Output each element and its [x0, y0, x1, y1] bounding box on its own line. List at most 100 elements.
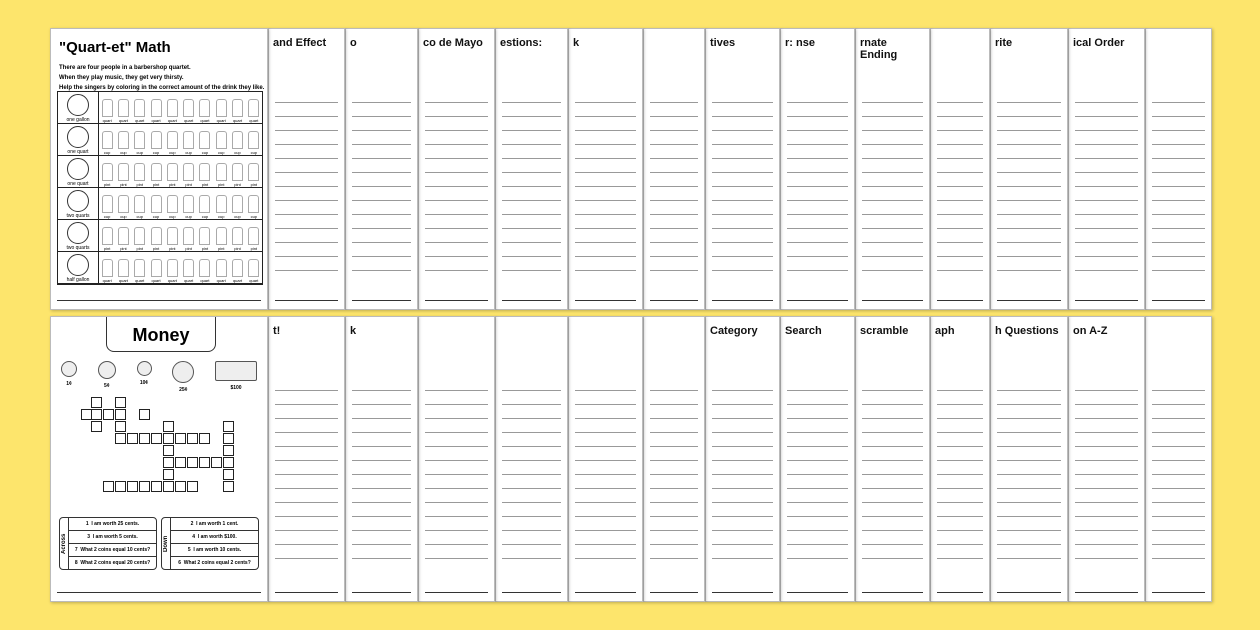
crossword-cell[interactable] [163, 457, 174, 468]
crossword-cell[interactable] [211, 457, 222, 468]
crossword-cell[interactable] [139, 481, 150, 492]
drink-container[interactable]: cup [134, 131, 146, 155]
crossword-cell[interactable] [223, 457, 234, 468]
crossword-cell[interactable] [199, 433, 210, 444]
drink-container[interactable]: pint [232, 163, 244, 187]
drink-container[interactable]: pint [150, 163, 162, 187]
drink-container[interactable]: quart [101, 99, 113, 123]
drink-container[interactable]: pint [199, 163, 211, 187]
crossword-cell[interactable] [187, 457, 198, 468]
drink-container[interactable]: pint [215, 227, 227, 251]
crossword-cell[interactable] [91, 421, 102, 432]
crossword-cell[interactable] [163, 421, 174, 432]
crossword-cell[interactable] [187, 481, 198, 492]
drink-container[interactable]: pint [183, 227, 195, 251]
drink-container[interactable]: quart [117, 99, 129, 123]
drink-container[interactable]: pint [232, 227, 244, 251]
drink-container[interactable]: cup [101, 195, 113, 219]
drink-container[interactable]: quart [232, 259, 244, 283]
drink-container[interactable]: pint [101, 163, 113, 187]
crossword-cell[interactable] [223, 469, 234, 480]
drink-container[interactable]: pint [101, 227, 113, 251]
amount-label: one quart [67, 149, 89, 155]
crossword-cell[interactable] [103, 481, 114, 492]
drink-container[interactable]: cup [166, 195, 178, 219]
drink-container[interactable]: pint [117, 227, 129, 251]
drink-container[interactable]: quart [134, 259, 146, 283]
drink-container[interactable]: cup [215, 131, 227, 155]
crossword-cell[interactable] [115, 397, 126, 408]
crossword-cell[interactable] [127, 433, 138, 444]
drink-container[interactable]: cup [150, 131, 162, 155]
drink-container[interactable]: pint [117, 163, 129, 187]
drink-container[interactable]: pint [150, 227, 162, 251]
drink-container[interactable]: quart [183, 259, 195, 283]
drink-container[interactable]: cup [134, 195, 146, 219]
drink-container[interactable]: cup [232, 195, 244, 219]
drink-container[interactable]: pint [199, 227, 211, 251]
crossword-cell[interactable] [139, 409, 150, 420]
drink-container[interactable]: quart [199, 259, 211, 283]
crossword-cell[interactable] [163, 445, 174, 456]
drink-container[interactable]: pint [248, 227, 260, 251]
drink-container[interactable]: cup [248, 131, 260, 155]
drink-container[interactable]: pint [166, 163, 178, 187]
crossword-cell[interactable] [91, 397, 102, 408]
drink-container[interactable]: cup [166, 131, 178, 155]
drink-container[interactable]: quart [150, 259, 162, 283]
drink-container[interactable]: cup [150, 195, 162, 219]
crossword-cell[interactable] [223, 421, 234, 432]
drink-container[interactable]: quart [183, 99, 195, 123]
drink-container[interactable]: cup [117, 131, 129, 155]
drink-container[interactable]: cup [117, 195, 129, 219]
crossword-cell[interactable] [223, 445, 234, 456]
crossword-cell[interactable] [151, 481, 162, 492]
drink-container[interactable]: cup [101, 131, 113, 155]
drink-container[interactable]: quart [215, 259, 227, 283]
crossword-cell[interactable] [81, 409, 92, 420]
crossword-cell[interactable] [223, 433, 234, 444]
crossword-cell[interactable] [103, 409, 114, 420]
crossword-cell[interactable] [127, 481, 138, 492]
crossword-cell[interactable] [175, 457, 186, 468]
crossword-cell[interactable] [115, 421, 126, 432]
drink-container[interactable]: cup [183, 195, 195, 219]
drink-container[interactable]: quart [101, 259, 113, 283]
crossword-cell[interactable] [187, 433, 198, 444]
drink-container[interactable]: cup [215, 195, 227, 219]
drink-container[interactable]: cup [248, 195, 260, 219]
drink-container[interactable]: pint [248, 163, 260, 187]
drink-container[interactable]: cup [199, 131, 211, 155]
drink-container[interactable]: quart [199, 99, 211, 123]
drink-container[interactable]: quart [232, 99, 244, 123]
drink-container[interactable]: quart [134, 99, 146, 123]
crossword-cell[interactable] [91, 409, 102, 420]
crossword-cell[interactable] [163, 481, 174, 492]
drink-container[interactable]: pint [134, 163, 146, 187]
crossword-cell[interactable] [139, 433, 150, 444]
drink-container[interactable]: quart [150, 99, 162, 123]
drink-container[interactable]: pint [215, 163, 227, 187]
drink-container[interactable]: pint [183, 163, 195, 187]
drink-container[interactable]: quart [166, 259, 178, 283]
crossword-cell[interactable] [163, 433, 174, 444]
crossword-cell[interactable] [175, 481, 186, 492]
crossword-cell[interactable] [199, 457, 210, 468]
crossword-cell[interactable] [115, 481, 126, 492]
drink-container[interactable]: pint [166, 227, 178, 251]
drink-container[interactable]: quart [215, 99, 227, 123]
drink-container[interactable]: quart [248, 259, 260, 283]
drink-container[interactable]: quart [248, 99, 260, 123]
drink-container[interactable]: cup [199, 195, 211, 219]
crossword-cell[interactable] [163, 469, 174, 480]
crossword-cell[interactable] [115, 409, 126, 420]
crossword-cell[interactable] [175, 433, 186, 444]
crossword-cell[interactable] [223, 481, 234, 492]
drink-container[interactable]: cup [183, 131, 195, 155]
drink-container[interactable]: pint [134, 227, 146, 251]
crossword-cell[interactable] [115, 433, 126, 444]
drink-container[interactable]: quart [117, 259, 129, 283]
drink-container[interactable]: quart [166, 99, 178, 123]
drink-container[interactable]: cup [232, 131, 244, 155]
crossword-cell[interactable] [151, 433, 162, 444]
